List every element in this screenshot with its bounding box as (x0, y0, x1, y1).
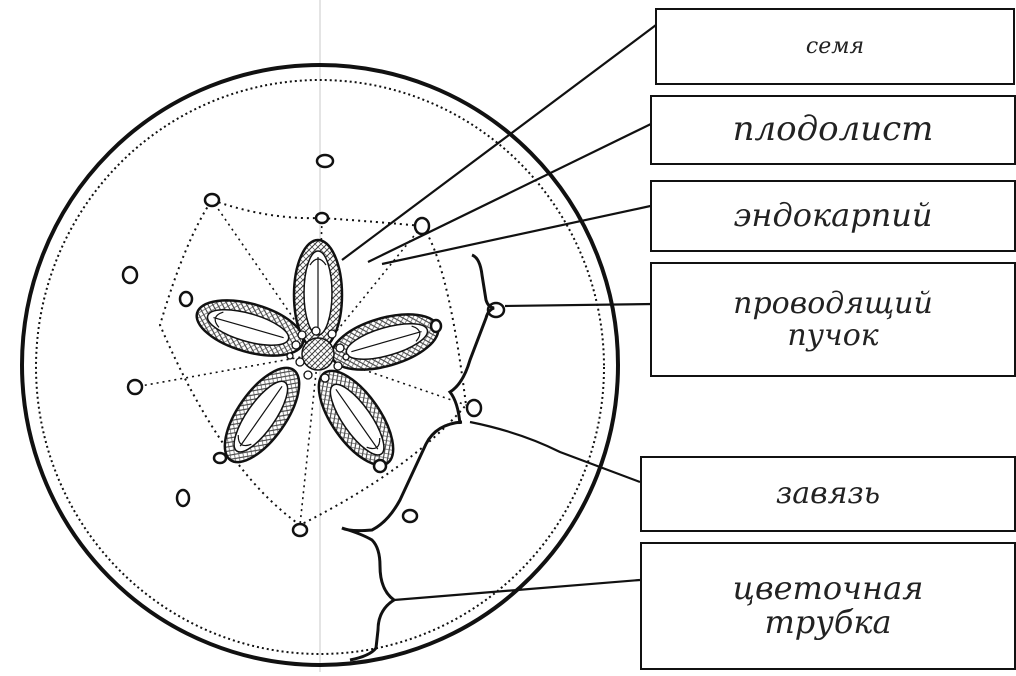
label-box-endocarp: эндокарпий (650, 180, 1016, 252)
label-seed: семя (806, 35, 864, 58)
label-endocarp: эндокарпий (733, 199, 932, 233)
pointer-ovary (470, 422, 640, 482)
pointer-seed (342, 22, 660, 260)
pointer-floral-tube (394, 580, 640, 600)
label-ovary: завязь (776, 478, 880, 510)
carpel (326, 304, 445, 380)
label-vascular-bundle: проводящий пучок (713, 288, 953, 351)
label-carpel: плодолист (733, 112, 934, 148)
label-floral-tube: цветочная трубка (713, 572, 943, 639)
label-box-carpel: плодолист (650, 95, 1016, 165)
pointer-vascular-bundle (505, 304, 654, 306)
ovary-brace (450, 255, 494, 424)
label-box-ovary: завязь (640, 456, 1016, 532)
label-box-vascular-bundle: проводящий пучок (650, 262, 1016, 377)
label-box-floral-tube: цветочная трубка (640, 542, 1016, 670)
label-box-seed: семя (655, 8, 1015, 85)
pointer-carpel (368, 122, 655, 262)
